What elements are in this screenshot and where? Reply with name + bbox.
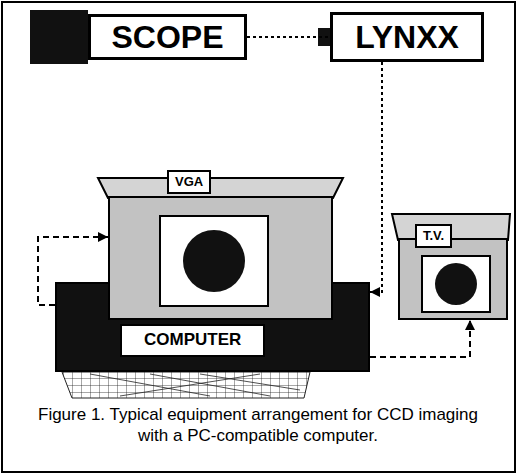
tv-set: T.V. xyxy=(398,238,508,320)
figure-caption: Figure 1. Typical equipment arrangement … xyxy=(38,404,478,446)
device-label: LYNXX xyxy=(355,21,459,53)
scope-box: SCOPE xyxy=(88,14,247,60)
scope-body xyxy=(30,10,88,64)
monitor-top xyxy=(98,178,343,198)
cable-connector xyxy=(247,36,330,38)
device-label: COMPUTER xyxy=(120,324,265,357)
vga-monitor: VGA xyxy=(108,196,333,320)
device-label: T.V. xyxy=(415,224,452,248)
keyboard xyxy=(62,372,310,398)
device-label: SCOPE xyxy=(111,21,223,53)
screen xyxy=(110,198,331,318)
keyboard-lines xyxy=(90,374,300,396)
device-label: VGA xyxy=(167,170,211,194)
camera-box: LYNXX xyxy=(330,12,484,62)
screen xyxy=(400,240,506,318)
cable-connector xyxy=(370,320,470,357)
cable-connector xyxy=(370,62,382,292)
